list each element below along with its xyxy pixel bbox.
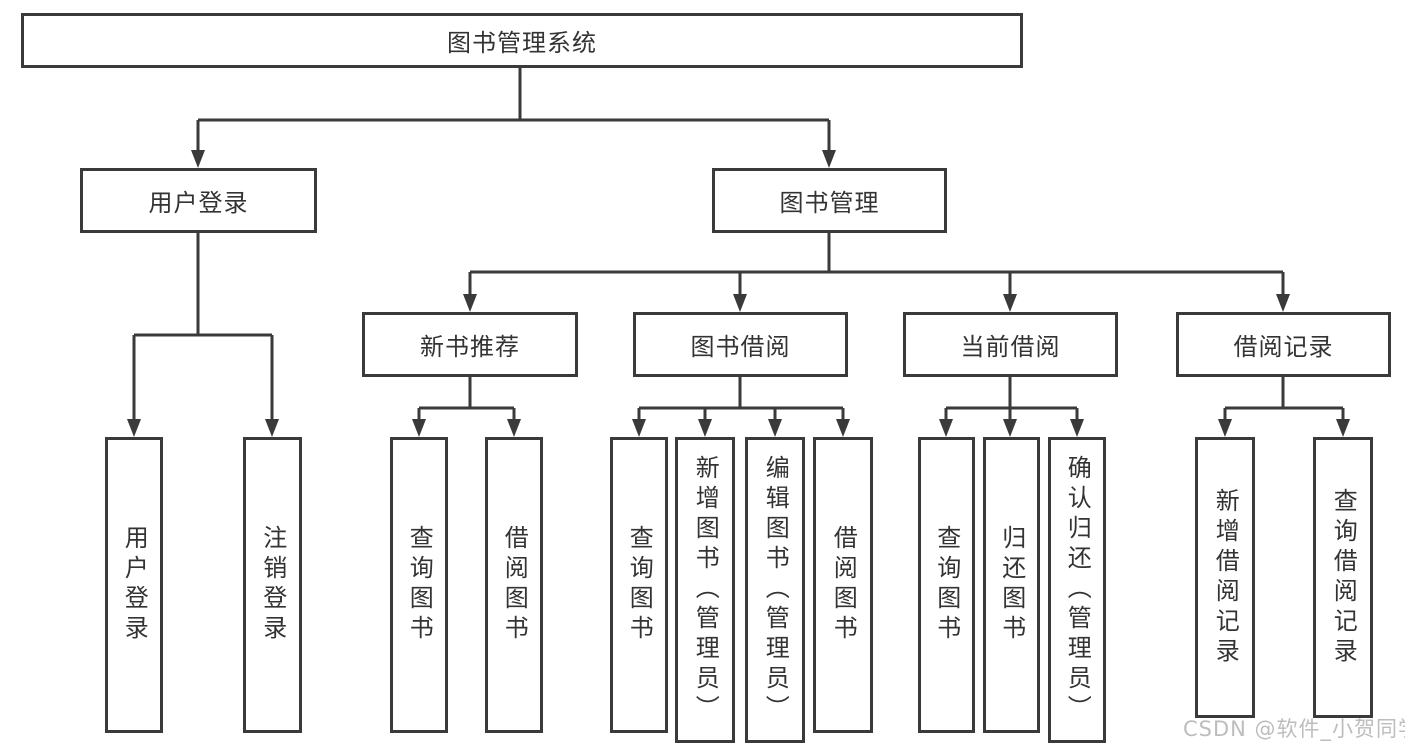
arrowhead — [1276, 294, 1290, 312]
connector-current-borrow-to-leaves — [944, 377, 1079, 420]
connector-user-login-to-leaves — [132, 233, 274, 420]
node-label: 查询图书 — [625, 525, 654, 645]
leaf-borrow-books: 借阅图书 — [813, 437, 873, 733]
node-label: 归还图书 — [997, 525, 1026, 645]
leaf-add-borrow-record: 新增借阅记录 — [1195, 437, 1255, 718]
leaf-edit-book-admin: 编辑图书（管理员） — [745, 437, 805, 743]
arrowhead — [1070, 419, 1084, 437]
leaf-query-books: 查询图书 — [918, 437, 975, 733]
node-label: 新增借阅记录 — [1211, 487, 1240, 668]
node-new-book-recommendation: 新书推荐 — [362, 312, 578, 377]
arrowhead — [507, 419, 521, 437]
leaf-query-books: 查询图书 — [390, 437, 448, 733]
node-label: 借阅记录 — [1233, 333, 1334, 361]
leaf-add-book-admin: 新增图书（管理员） — [675, 437, 735, 743]
node-label: 编辑图书（管理员） — [761, 455, 790, 725]
csdn-watermark: CSDN @软件_小贺同学 — [1183, 717, 1405, 741]
leaf-confirm-return-admin: 确认归还（管理员） — [1048, 437, 1106, 743]
node-label: 借阅图书 — [500, 525, 529, 645]
arrowhead — [836, 419, 850, 437]
arrowhead — [265, 419, 279, 437]
arrowhead — [127, 419, 141, 437]
leaf-return-book: 归还图书 — [983, 437, 1040, 733]
arrowhead — [1218, 419, 1232, 437]
connector-root-to-level2 — [196, 68, 831, 151]
arrowhead — [412, 419, 426, 437]
leaf-query-books: 查询图书 — [610, 437, 668, 733]
arrowhead — [632, 419, 646, 437]
node-user-login: 用户登录 — [80, 168, 317, 233]
arrowhead — [733, 294, 747, 312]
arrowhead — [939, 419, 953, 437]
node-label: 当前借阅 — [960, 333, 1061, 361]
node-label: 新书推荐 — [420, 333, 520, 361]
node-label: 图书管理 — [779, 189, 880, 217]
node-label: 新增图书（管理员） — [691, 455, 720, 725]
connector-borrow-records-to-leaves — [1223, 377, 1345, 420]
leaf-borrow-books: 借阅图书 — [485, 437, 543, 733]
node-label: 查询图书 — [932, 525, 961, 645]
node-label: 图书管理系统 — [447, 29, 597, 57]
arrowhead — [191, 150, 205, 168]
arrowhead — [698, 419, 712, 437]
arrowhead — [822, 150, 836, 168]
arrowhead — [1003, 294, 1017, 312]
leaf-logout: 注销登录 — [243, 437, 302, 733]
connector-new-book-to-leaves — [417, 377, 516, 420]
node-label: 用户登录 — [148, 189, 249, 217]
node-label: 确认归还（管理员） — [1063, 455, 1092, 725]
connector-book-mgmt-to-level3 — [468, 233, 1285, 295]
node-label: 查询图书 — [405, 525, 434, 645]
arrowhead — [1003, 419, 1017, 437]
leaf-query-borrow-record: 查询借阅记录 — [1313, 437, 1373, 718]
node-label: 图书借阅 — [690, 333, 791, 361]
node-label: 注销登录 — [258, 525, 287, 645]
node-label: 查询借阅记录 — [1329, 487, 1358, 668]
node-borrowing-records: 借阅记录 — [1176, 312, 1391, 377]
node-library-management-system: 图书管理系统 — [21, 13, 1023, 68]
leaf-user-login: 用户登录 — [105, 437, 163, 733]
node-current-borrowing: 当前借阅 — [903, 312, 1118, 377]
node-book-borrowing: 图书借阅 — [633, 312, 848, 377]
node-label: 借阅图书 — [829, 525, 858, 645]
node-book-management: 图书管理 — [712, 168, 947, 233]
connector-book-borrow-to-leaves — [637, 377, 845, 420]
arrowhead — [1336, 419, 1350, 437]
node-label: 用户登录 — [120, 525, 149, 645]
arrowhead — [768, 419, 782, 437]
arrowhead — [463, 294, 477, 312]
